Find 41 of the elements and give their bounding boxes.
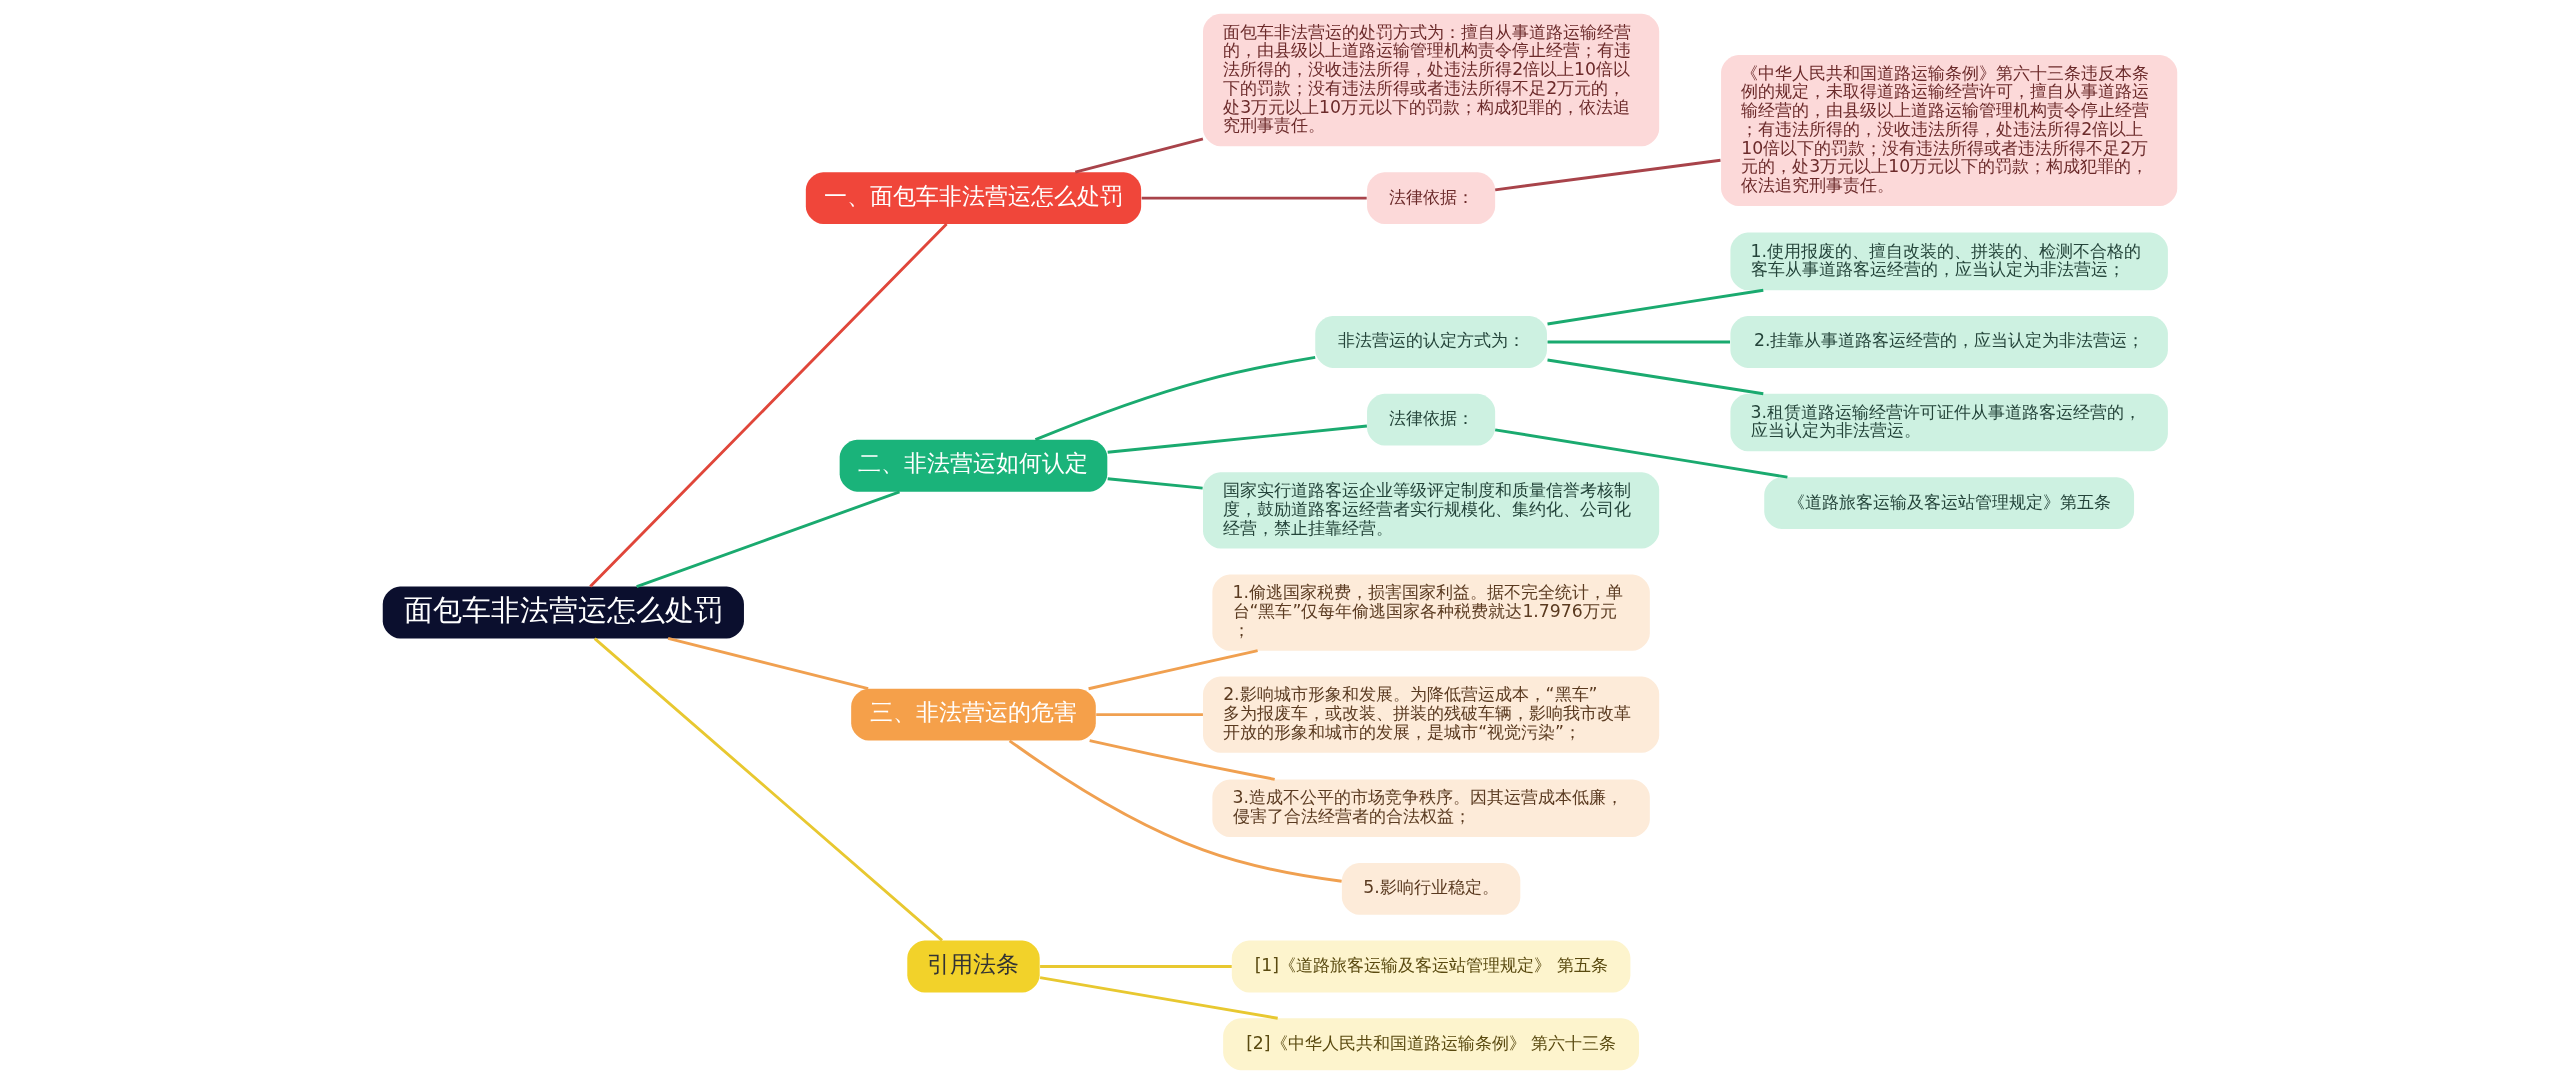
node-box: 面包车非法营运怎么处罚 xyxy=(382,586,744,639)
connector xyxy=(1040,965,1232,968)
node-box: 二、非法营运如何认定 xyxy=(839,439,1108,492)
connector xyxy=(1141,196,1367,200)
connector xyxy=(1494,428,1788,479)
node-box: 3.租赁道路运输经营许可证件从事道路客运经营的，应当认定为非法营运。 xyxy=(1730,393,2168,452)
node-box: 引用法条 xyxy=(907,940,1040,993)
connector xyxy=(593,637,943,942)
connector xyxy=(1547,288,1764,326)
connector xyxy=(1074,137,1204,174)
node-box: 2.影响城市形象和发展。为降低营运成本，“黑车”多为报废车，或改装、拼装的残破车辆，影响我市改革开放的形象和城市的发展，是城市“视觉污染”； xyxy=(1203,676,1660,753)
node-box: 1.偷逃国家税费，损害国家利益。据不完全统计，单台“黑车”仅每年偷逃国家各种税费就达1.7976万元； xyxy=(1212,574,1650,651)
node-box: 法律依据： xyxy=(1367,172,1496,224)
connector xyxy=(667,637,869,690)
node-box: 《道路旅客运输及客运站管理规定》第五条 xyxy=(1764,477,2135,530)
node-box: 面包车非法营运的处罚方式为：擅自从事道路运输经营的，由县级以上道路运输管理机构责令停止经营；有违法所得的，没收违法所得，处违法所得2倍以上10倍以下的罚款；没有违法所得或者违法所得不足2万元的，处3万元以上10万元以下的罚款；构成犯罪的，依法追究刑事责任。 xyxy=(1203,13,1660,147)
connector xyxy=(1096,713,1203,717)
node-box: 国家实行道路客运企业等级评定制度和质量信誉考核制度，鼓励道路客运经营者实行规模化、集约化、公司化经营，禁止挂靠经营。 xyxy=(1203,472,1660,549)
node-box: [2]《中华人民共和国道路运输条例》 第六十三条 xyxy=(1223,1018,1640,1071)
connector xyxy=(1107,424,1368,454)
node-box: 3.造成不公平的市场竞争秩序。因其运营成本低廉，侵害了合法经营者的合法权益； xyxy=(1212,779,1650,837)
node-box: 2.挂靠从事道路客运经营的，应当认定为非法营运； xyxy=(1730,316,2168,368)
connector xyxy=(589,222,948,588)
connector xyxy=(1107,477,1203,490)
connector xyxy=(1008,739,1342,883)
connector xyxy=(1547,340,1730,344)
node-box: 三、非法营运的危害 xyxy=(851,688,1096,741)
connector xyxy=(1034,355,1316,442)
node-box: [1]《道路旅客运输及客运站管理规定》 第五条 xyxy=(1231,940,1631,993)
connector xyxy=(1089,739,1275,781)
connector xyxy=(1088,649,1258,691)
connector xyxy=(1039,976,1278,1020)
node-box: 5.影响行业稳定。 xyxy=(1341,862,1521,915)
node-box: 1.使用报废的、擅自改装的、拼装的、检测不合格的客车从事道路客运经营的，应当认定为非法营运； xyxy=(1730,232,2168,291)
connector xyxy=(1547,358,1764,396)
connector xyxy=(1495,158,1721,192)
node-box: 一、面包车非法营运怎么处罚 xyxy=(805,172,1142,224)
node-box: 法律依据： xyxy=(1367,393,1496,446)
node-box: 非法营运的认定方式为： xyxy=(1315,316,1547,368)
node-box: 《中华人民共和国道路运输条例》第六十三条违反本条例的规定，未取得道路运输经营许可，擅自从事道路运输经营的，由县级以上道路运输管理机构责令停止经营；有违法所得的，没收违法所得，处违法所得2倍以上10倍以下的罚款；没有违法所得或者违法所得不足2万元的，处3万元以上10万元以下的罚款；构成犯罪的，依法追究刑事责任。 xyxy=(1721,54,2178,206)
connector xyxy=(636,490,900,588)
